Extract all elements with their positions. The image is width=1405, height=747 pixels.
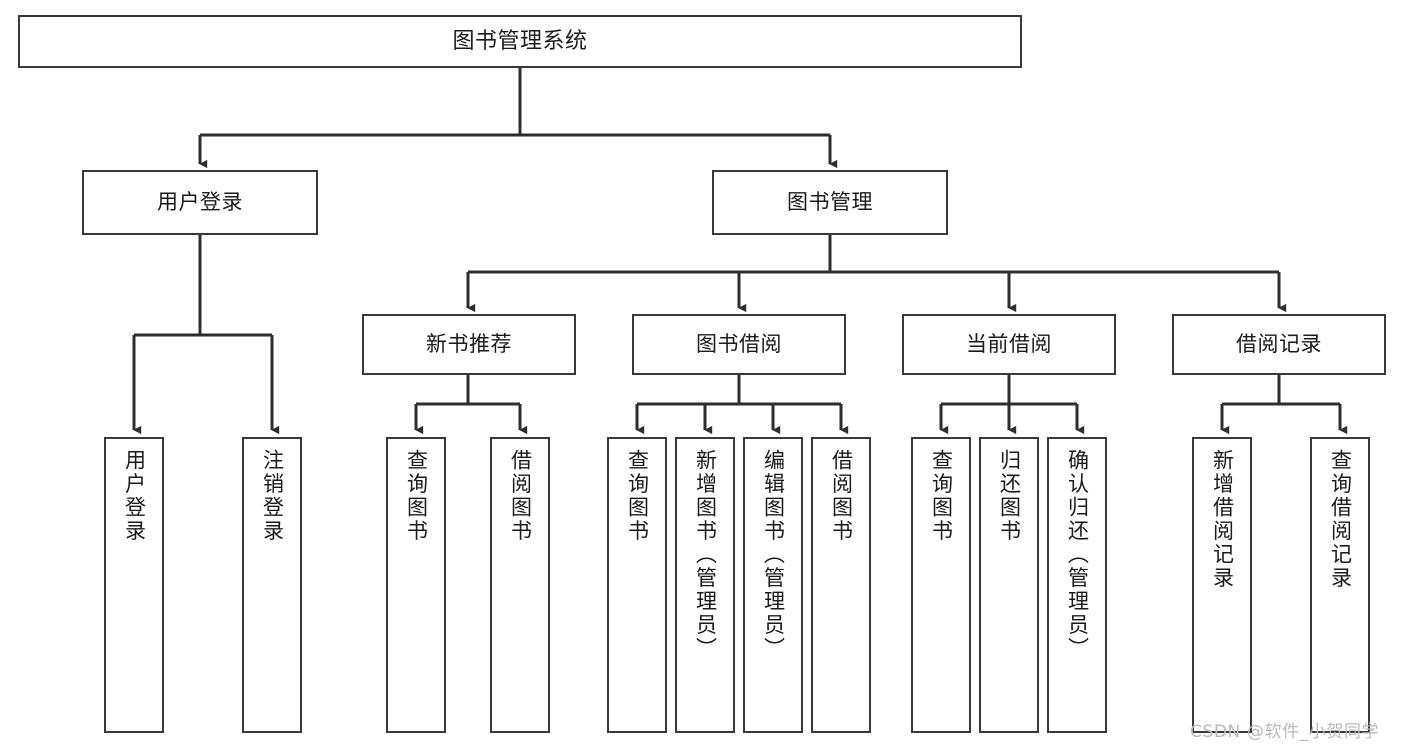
node-label: 查询图书	[404, 449, 429, 543]
node-new-book-recommend[interactable]: 新书推荐	[362, 314, 576, 375]
node-label: 图书管理系统	[452, 28, 588, 54]
node-leaf-add-book[interactable]: 新增图书（管理员）	[675, 437, 735, 733]
node-leaf-edit-book[interactable]: 编辑图书（管理员）	[743, 437, 803, 733]
watermark: CSDN @软件_小贺同学	[1190, 722, 1380, 742]
node-book-borrow[interactable]: 图书借阅	[632, 314, 846, 375]
node-label: 确认归还（管理员）	[1065, 449, 1090, 661]
node-leaf-user-login[interactable]: 用户登录	[104, 437, 164, 733]
node-leaf-confirm-return[interactable]: 确认归还（管理员）	[1047, 437, 1107, 733]
node-label: 新书推荐	[426, 332, 512, 357]
node-current-borrow[interactable]: 当前借阅	[902, 314, 1116, 375]
node-leaf-query-book-2[interactable]: 查询图书	[607, 437, 667, 733]
node-label: 归还图书	[997, 449, 1022, 543]
node-label: 查询借阅记录	[1328, 449, 1353, 590]
node-label: 用户登录	[122, 449, 147, 543]
node-label: 借阅图书	[508, 449, 533, 543]
node-leaf-return-book[interactable]: 归还图书	[979, 437, 1039, 733]
node-label: 注销登录	[260, 449, 285, 543]
node-label: 图书借阅	[696, 332, 782, 357]
node-leaf-borrow-book-2[interactable]: 借阅图书	[811, 437, 871, 733]
node-label: 查询图书	[625, 449, 650, 543]
node-user-login[interactable]: 用户登录	[82, 170, 318, 235]
node-leaf-logout-login[interactable]: 注销登录	[242, 437, 302, 733]
node-leaf-borrow-book-1[interactable]: 借阅图书	[490, 437, 550, 733]
node-label: 新增借阅记录	[1210, 449, 1235, 590]
node-label: 新增图书（管理员）	[693, 449, 718, 661]
node-label: 用户登录	[157, 190, 243, 215]
node-label: 编辑图书（管理员）	[761, 449, 786, 661]
node-label: 借阅记录	[1236, 332, 1322, 357]
node-label: 查询图书	[929, 449, 954, 543]
node-root-system[interactable]: 图书管理系统	[18, 15, 1022, 68]
node-label: 图书管理	[787, 190, 873, 215]
node-leaf-query-book-1[interactable]: 查询图书	[386, 437, 446, 733]
node-leaf-query-book-3[interactable]: 查询图书	[911, 437, 971, 733]
node-borrow-record[interactable]: 借阅记录	[1172, 314, 1386, 375]
node-leaf-query-record[interactable]: 查询借阅记录	[1310, 437, 1370, 733]
node-label: 当前借阅	[966, 332, 1052, 357]
node-leaf-add-record[interactable]: 新增借阅记录	[1192, 437, 1252, 733]
node-label: 借阅图书	[829, 449, 854, 543]
node-book-manage[interactable]: 图书管理	[712, 170, 948, 235]
